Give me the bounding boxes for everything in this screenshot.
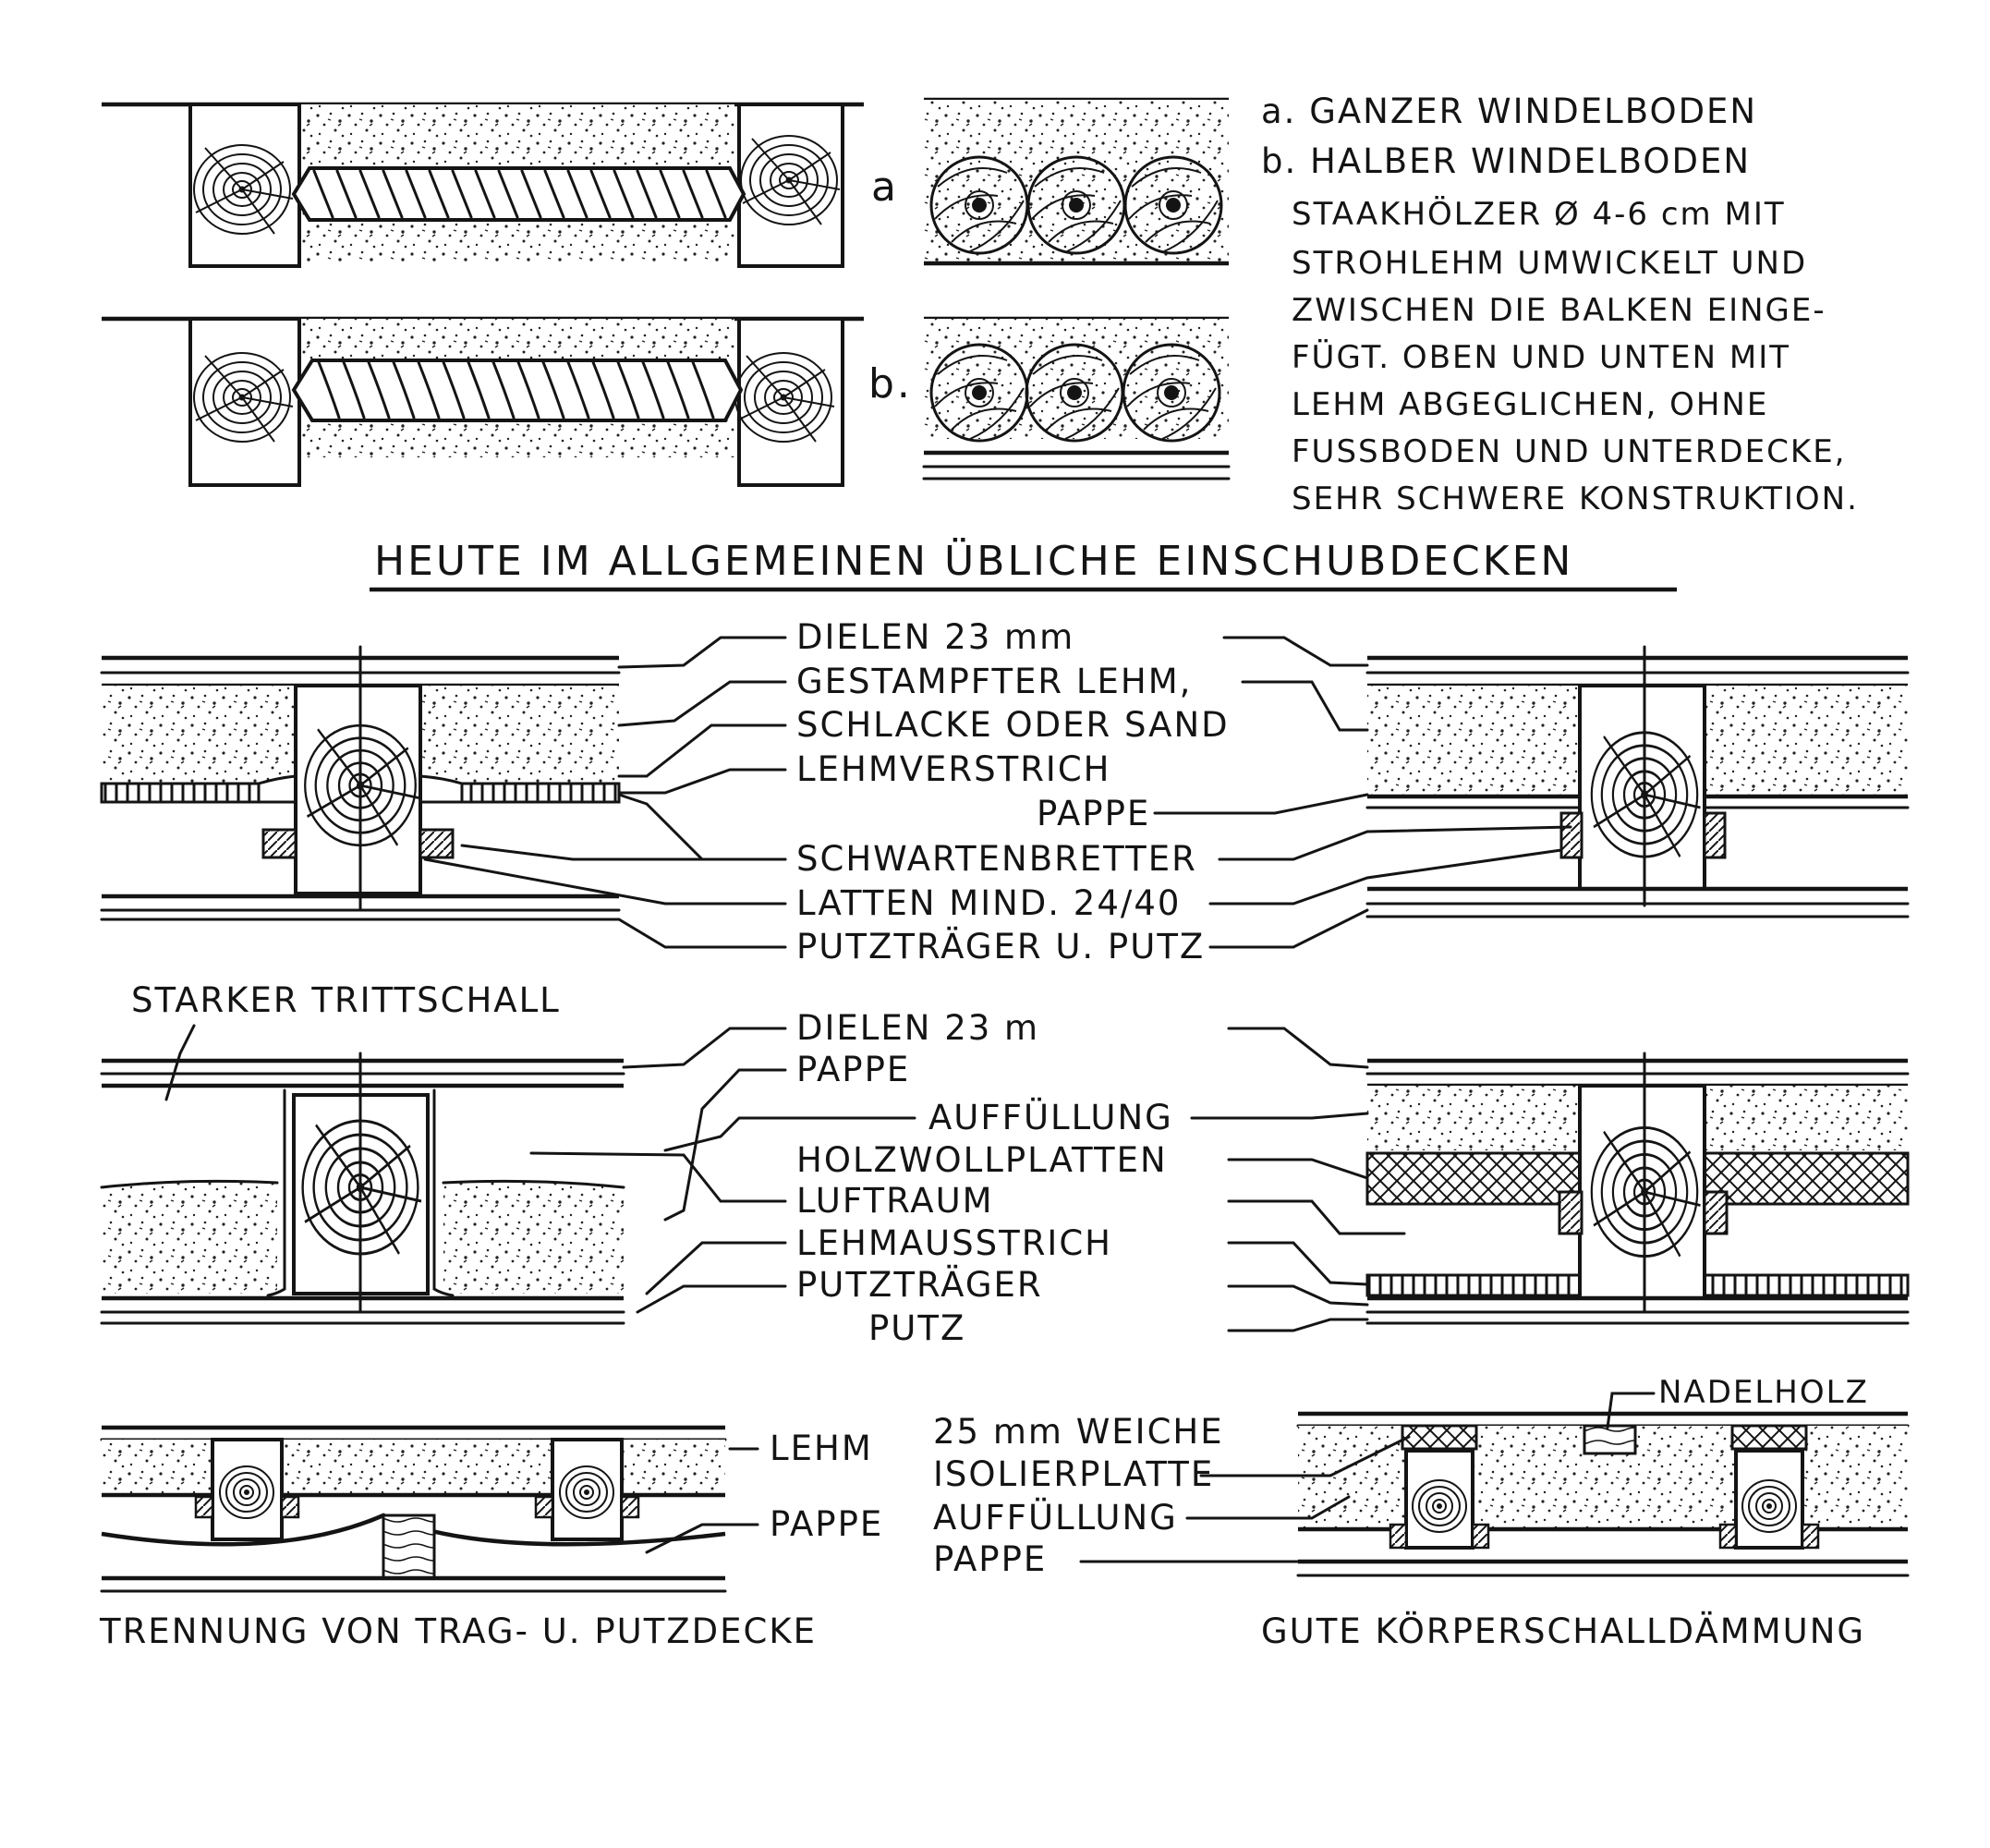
legend-desc-3: ZWISCHEN DIE BALKEN EINGE- xyxy=(1292,292,1826,329)
s3-label-weiche: 25 mm WEICHE xyxy=(933,1412,1224,1452)
caption-right: GUTE KÖRPERSCHALLDÄMMUNG xyxy=(1261,1611,1865,1651)
s2-label-dielen: DIELEN 23 m xyxy=(796,1008,1039,1048)
marker-b: b. xyxy=(868,360,913,407)
section3-right-drawing xyxy=(1296,1411,1910,1577)
legend-desc-2: STROHLEHM UMWICKELT UND xyxy=(1292,245,1807,282)
s2-label-auffuellung: AUFFÜLLUNG xyxy=(928,1098,1173,1137)
section1-right-drawing xyxy=(1365,645,1910,918)
section3-leaders xyxy=(645,1392,1656,1563)
s2-label-pappe: PAPPE xyxy=(796,1050,910,1089)
s2-label-luftraum: LUFTRAUM xyxy=(796,1181,994,1221)
s1-label-schlacke: SCHLACKE ODER SAND xyxy=(796,705,1230,745)
caption-left: TRENNUNG VON TRAG- U. PUTZDECKE xyxy=(99,1611,817,1651)
legend-desc-1: STAAKHÖLZER Ø 4-6 cm MIT xyxy=(1292,195,1786,233)
s1-label-latten: LATTEN MIND. 24/40 xyxy=(796,883,1181,923)
windelboden-a-section xyxy=(102,102,864,268)
section2-right-drawing xyxy=(1365,1052,1910,1325)
section2-leaders xyxy=(529,1027,1406,1332)
legend: a. GANZER WINDELBODEN b. HALBER WINDELBO… xyxy=(1261,91,1859,517)
s2-label-putztraeger: PUTZTRÄGER xyxy=(796,1265,1043,1305)
legend-a: a. GANZER WINDELBODEN xyxy=(1261,91,1757,131)
section-a-detail xyxy=(924,97,1229,266)
s2-label-lehmausstrich: LEHMAUSSTRICH xyxy=(796,1223,1112,1263)
s2-label-putz: PUTZ xyxy=(868,1308,965,1348)
legend-b: b. HALBER WINDELBODEN xyxy=(1261,141,1751,181)
section1-labels: DIELEN 23 mm GESTAMPFTER LEHM, SCHLACKE … xyxy=(796,617,1230,967)
section1-left-drawing xyxy=(100,645,621,921)
section1-leaders xyxy=(423,636,1572,949)
s3-label-auffuellung: AUFFÜLLUNG xyxy=(933,1498,1178,1538)
s3-label-nadelholz: NADELHOLZ xyxy=(1658,1374,1869,1411)
section3-labels: LEHM PAPPE NADELHOLZ 25 mm WEICHE ISOLIE… xyxy=(770,1374,1869,1579)
legend-desc-7: SEHR SCHWERE KONSTRUKTION. xyxy=(1292,480,1859,517)
section3-left-drawing xyxy=(100,1425,727,1593)
windelboden-b-section xyxy=(102,316,864,487)
marker-a: a xyxy=(871,164,899,211)
s3-label-pappe-right: PAPPE xyxy=(933,1539,1047,1579)
s2-label-holzwollplatten: HOLZWOLLPLATTEN xyxy=(796,1140,1168,1180)
s1-label-lehmverstrich: LEHMVERSTRICH xyxy=(796,749,1111,789)
s3-label-lehm: LEHM xyxy=(770,1429,873,1468)
s1-label-putztraeger: PUTZTRÄGER U. PUTZ xyxy=(796,927,1205,967)
s1-label-schwartenbretter: SCHWARTENBRETTER xyxy=(796,839,1197,879)
legend-desc-5: LEHM ABGEGLICHEN, OHNE xyxy=(1292,386,1768,423)
section2-left-drawing xyxy=(100,1052,625,1325)
s3-label-isolierplatte: ISOLIERPLATTE xyxy=(933,1454,1214,1494)
page-heading: HEUTE IM ALLGEMEINEN ÜBLICHE EINSCHUBDEC… xyxy=(374,537,1573,585)
s2-note-trittschall: STARKER TRITTSCHALL xyxy=(131,980,561,1020)
section-b-detail xyxy=(922,316,1231,480)
s1-label-pappe: PAPPE xyxy=(1037,794,1150,833)
section2-labels: DIELEN 23 m PAPPE AUFFÜLLUNG HOLZWOLLPLA… xyxy=(796,1008,1173,1348)
s3-label-pappe-left: PAPPE xyxy=(770,1504,883,1544)
legend-desc-6: FUSSBODEN UND UNTERDECKE, xyxy=(1292,433,1847,470)
s1-label-gestampfter-lehm: GESTAMPFTER LEHM, xyxy=(796,662,1192,701)
legend-desc-4: FÜGT. OBEN UND UNTEN MIT xyxy=(1292,338,1790,376)
s1-label-dielen: DIELEN 23 mm xyxy=(796,617,1074,657)
